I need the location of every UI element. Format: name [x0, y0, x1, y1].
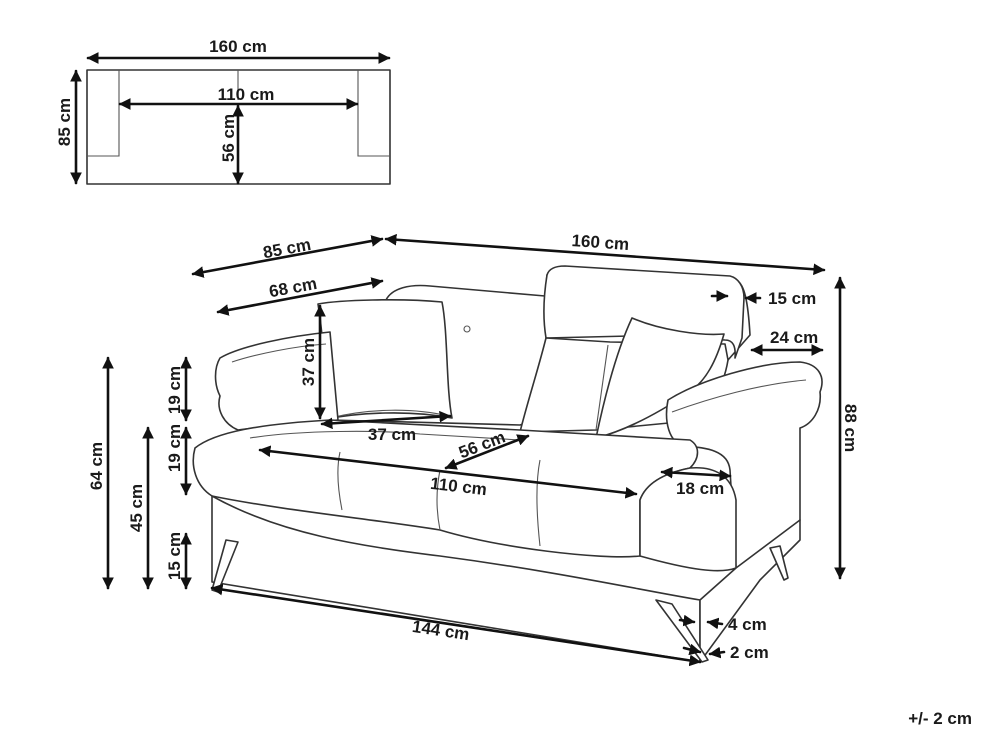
depth-dimension [191, 235, 384, 278]
seat-height-label: 45 cm [127, 484, 146, 532]
inner-depth-dimension [216, 277, 384, 316]
cushion-height-label: 37 cm [299, 338, 318, 386]
plan-view: 160 cm 85 cm 110 cm 56 cm [55, 37, 391, 185]
plan-width-label: 160 cm [209, 37, 267, 56]
cushion-width-dimension [320, 410, 452, 430]
plan-seat-depth-label: 56 cm [219, 114, 238, 162]
width-dimension [384, 233, 826, 276]
right-armrest-seam [671, 379, 807, 413]
armrest-depth-label: 18 cm [676, 479, 724, 498]
back-right-leg [769, 545, 789, 581]
leg-tip-label: 2 cm [730, 643, 769, 662]
arm-height-label: 19 cm [165, 366, 184, 414]
plan-depth-label: 85 cm [55, 98, 74, 146]
seat-cushion-top-seam [249, 430, 521, 441]
cushion-width-label: 37 cm [368, 425, 416, 444]
seat-width-dimension [258, 445, 638, 499]
seat-cushion-height-label: 19 cm [165, 424, 184, 472]
backrest-thickness-label: 15 cm [768, 289, 816, 308]
leg-tip-arrow-left [682, 643, 702, 656]
plan-inner-width-label: 110 cm [218, 85, 275, 104]
armrest-width-label: 24 cm [770, 328, 818, 347]
sofa-drawing [192, 265, 823, 663]
sofa-button-tuft [463, 325, 471, 333]
tolerance-note: +/- 2 cm [908, 709, 972, 728]
leg-width-arrow-left [678, 614, 696, 627]
sofa-dimensions: 85 cm 160 cm 68 cm 15 cm 24 cm 88 cm 37 … [87, 231, 860, 667]
left-throw-pillow [317, 299, 453, 421]
width-label: 160 cm [571, 231, 630, 254]
total-height-label: 88 cm [841, 404, 860, 452]
sofa-back-tuft-line [595, 344, 609, 431]
inner-depth-label: 68 cm [268, 274, 319, 301]
armrest-depth-dimension [660, 466, 732, 482]
base-length-dimension [210, 583, 702, 667]
leg-width-arrow-right [706, 617, 724, 630]
leg-tip-arrow-right [708, 646, 726, 659]
leg-width-label: 4 cm [728, 615, 767, 634]
leg-height-label: 15 cm [165, 532, 184, 580]
arm-total-height-label: 64 cm [87, 442, 106, 490]
depth-label: 85 cm [262, 235, 313, 262]
